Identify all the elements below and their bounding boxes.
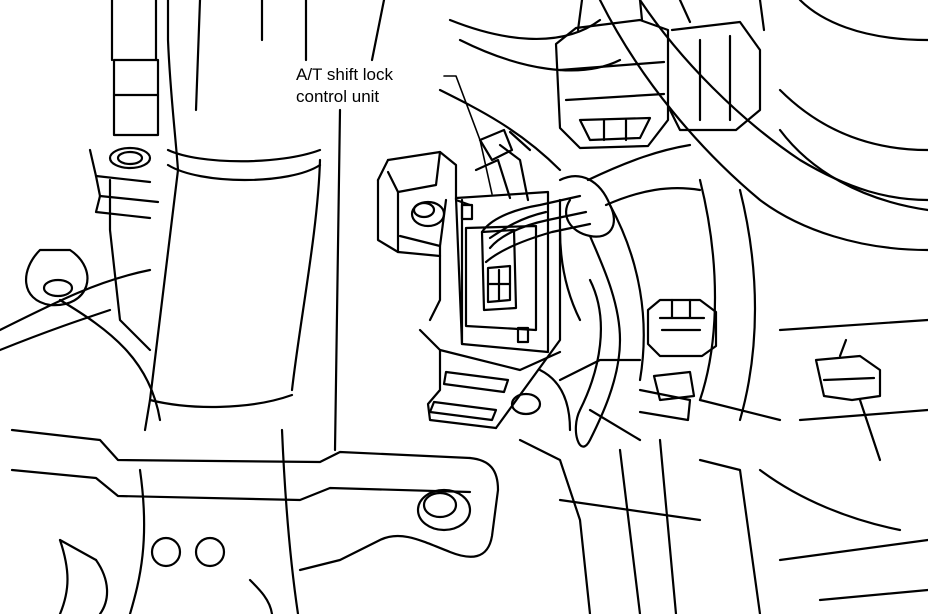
right-harness <box>440 0 928 420</box>
callout-line-2: control unit <box>296 87 380 106</box>
callout-label: A/T shift lock control unit <box>296 64 393 108</box>
callout-line-1: A/T shift lock <box>296 65 393 84</box>
lower-right-structure <box>512 360 928 614</box>
control-unit-bracket <box>378 152 560 428</box>
left-mount-bracket <box>26 60 158 305</box>
lower-cross-member <box>12 430 498 614</box>
callout-leader <box>444 76 492 194</box>
background-structure <box>0 0 384 450</box>
steering-column <box>60 0 320 614</box>
upper-connectors <box>556 0 764 148</box>
side-connectors <box>640 300 928 460</box>
